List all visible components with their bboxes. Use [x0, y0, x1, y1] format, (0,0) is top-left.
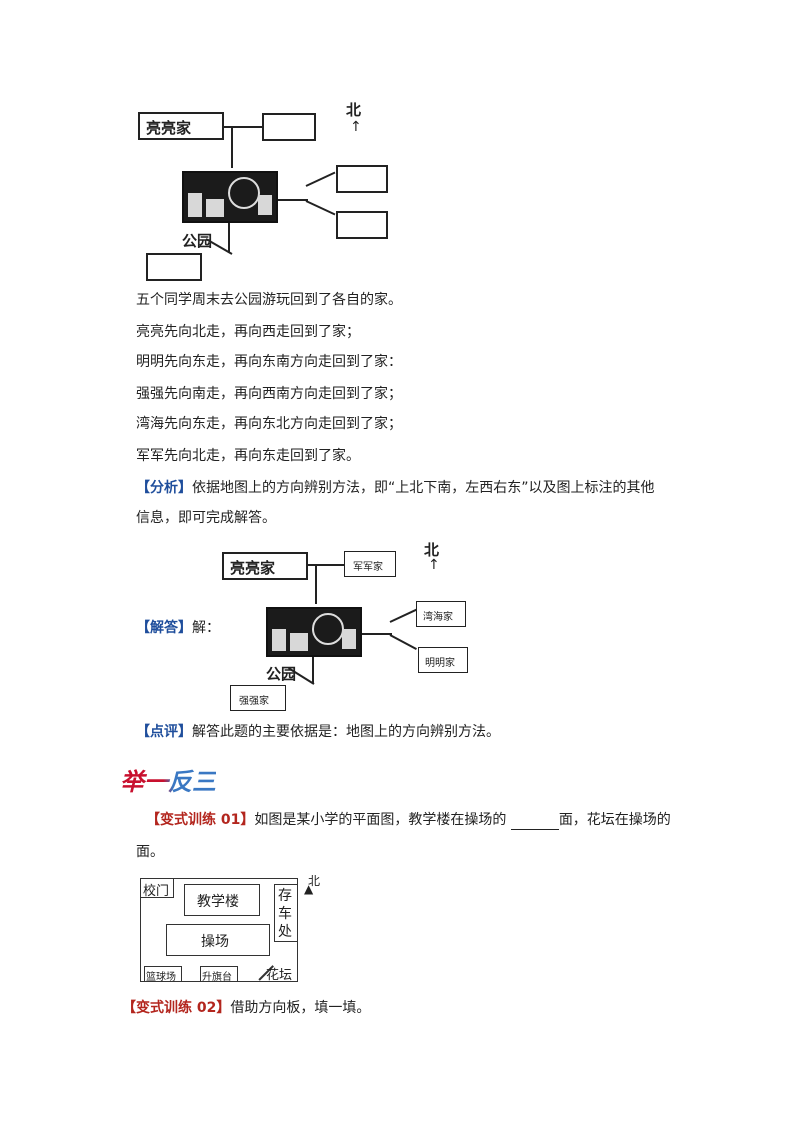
- intro-text: 五个同学周末去公园游玩回到了各自的家。: [136, 292, 402, 308]
- map1: 亮亮家 北 ↑ 公园: [136, 95, 394, 287]
- plan-storage-3: 处: [278, 924, 292, 940]
- map2-liangliang-home-box: 亮亮家: [222, 552, 308, 580]
- answer-text: 解：: [192, 620, 220, 636]
- plan-storage-2: 车: [278, 906, 292, 922]
- map2-park-south-line: [312, 657, 314, 683]
- plan-storage-1: 存: [278, 888, 292, 904]
- map1-connector-h: [224, 126, 262, 128]
- exercise1-text-c: 面。: [136, 844, 164, 860]
- map2-branch-se: [389, 634, 417, 650]
- map2-connector-h: [308, 564, 344, 566]
- comment-text: 解答此题的主要依据是：地图上的方向辨别方法。: [192, 724, 500, 740]
- plan-field-box: 操场: [166, 924, 270, 956]
- comment-line: 【点评】解答此题的主要依据是：地图上的方向辨别方法。: [136, 722, 500, 742]
- map1-park-label: 公园: [182, 232, 213, 250]
- section-title-text: 举一反三: [120, 767, 216, 796]
- analysis-tag: 【分析】: [136, 480, 192, 496]
- map2-qiangqiang-box: 强强家: [230, 685, 286, 711]
- exercise1-text-a: 如图是某小学的平面图，教学楼在操场的: [254, 812, 507, 828]
- plan-basketball-box: 篮球场: [144, 966, 182, 983]
- clue-liangliang: 亮亮先向北走，再向西走回到了家；: [136, 324, 360, 340]
- clue-junjun: 军军先向北走，再向东走回到了家。: [136, 448, 360, 464]
- plan-basketball-label: 篮球场: [146, 972, 176, 983]
- map2: 亮亮家 军军家 北 ↑ 湾海家 明明家 公园 强强家: [220, 537, 472, 715]
- school-plan: 校门 教学楼 存 车 处 操场 篮球场 升旗台 花坛 北 ▲: [136, 872, 326, 984]
- map1-north-arrow-icon: ↑: [350, 119, 362, 135]
- map2-park-label: 公园: [266, 665, 297, 683]
- analysis-line1: 【分析】依据地图上的方向辨别方法，即“上北下南，左西右东”以及图上标注的其他: [136, 478, 655, 498]
- map2-north-label: 北: [424, 541, 440, 559]
- exercise1-tag: 【变式训练 01】: [146, 812, 255, 828]
- map2-liangliang-home-label: 亮亮家: [230, 559, 276, 577]
- plan-field-label: 操场: [201, 934, 229, 950]
- plan-flag-label: 升旗台: [202, 972, 232, 983]
- liangliang-home-label: 亮亮家: [146, 119, 192, 137]
- map1-branch-ne: [305, 171, 336, 187]
- liangliang-home-box: 亮亮家: [138, 112, 224, 140]
- comment-tag: 【点评】: [136, 724, 192, 740]
- plan-gate-box: 校门: [140, 878, 174, 899]
- map1-blank-box-north: [262, 113, 316, 141]
- exercise2-line: 【变式训练 02】借助方向板，填一填。: [122, 998, 370, 1018]
- plan-building-box: 教学楼: [184, 884, 260, 916]
- map2-wanhai-label: 湾海家: [423, 612, 453, 623]
- map1-north-label: 北: [346, 101, 362, 119]
- map2-park-east-line: [362, 633, 392, 635]
- map1-park-east-line: [278, 199, 308, 201]
- exercise1-text-b: 面，花坛在操场的: [558, 812, 671, 828]
- answer-tag: 【解答】: [136, 620, 192, 636]
- clue-wanhai: 湾海先向东走，再向东北方向走回到了家；: [136, 416, 402, 432]
- map2-wanhai-box: 湾海家: [416, 601, 466, 627]
- exercise2-tag: 【变式训练 02】: [122, 1000, 231, 1016]
- map2-mingming-box: 明明家: [418, 647, 468, 673]
- map1-blank-box-ne: [336, 165, 388, 193]
- map1-connector-v: [231, 126, 233, 168]
- analysis-text2: 信息，即可完成解答。: [136, 510, 276, 526]
- map1-branch-se: [305, 200, 336, 216]
- plan-storage-box: 存 车 处: [274, 884, 298, 942]
- map2-north-arrow-icon: ↑: [428, 557, 440, 573]
- map2-qiangqiang-label: 强强家: [239, 696, 269, 707]
- map2-junjun-label: 军军家: [353, 562, 383, 573]
- exercise1-line1: 【变式训练 01】如图是某小学的平面图，教学楼在操场的 面，花坛在操场的: [146, 810, 671, 830]
- map2-park-image: [266, 607, 362, 657]
- map1-blank-box-se: [336, 211, 388, 239]
- plan-flag-box: 升旗台: [200, 966, 238, 983]
- exercise2-text: 借助方向板，填一填。: [230, 1000, 371, 1016]
- clue-qiangqiang: 强强先向南走，再向西南方向走回到了家；: [136, 386, 402, 402]
- plan-garden-label: 花坛: [266, 968, 293, 983]
- map2-connector-v: [315, 564, 317, 604]
- map1-park-image: [182, 171, 278, 223]
- section-title: 举一反三: [120, 762, 230, 796]
- exercise1-blank-1[interactable]: [510, 815, 559, 830]
- clue-mingming: 明明先向东走，再向东南方向走回到了家：: [136, 354, 402, 370]
- map1-park-south-line: [228, 223, 230, 253]
- plan-building-label: 教学楼: [197, 894, 239, 910]
- plan-north-label: 北: [308, 874, 321, 888]
- plan-north-arrow-icon: ▲: [304, 882, 314, 896]
- plan-gate-label: 校门: [143, 884, 170, 899]
- map2-mingming-label: 明明家: [425, 658, 455, 669]
- answer-line: 【解答】解：: [136, 618, 220, 638]
- map2-branch-ne: [389, 608, 418, 623]
- analysis-text1: 依据地图上的方向辨别方法，即“上北下南，左西右东”以及图上标注的其他: [192, 480, 655, 496]
- map2-junjun-box: 军军家: [344, 551, 396, 577]
- map1-blank-box-sw: [146, 253, 202, 281]
